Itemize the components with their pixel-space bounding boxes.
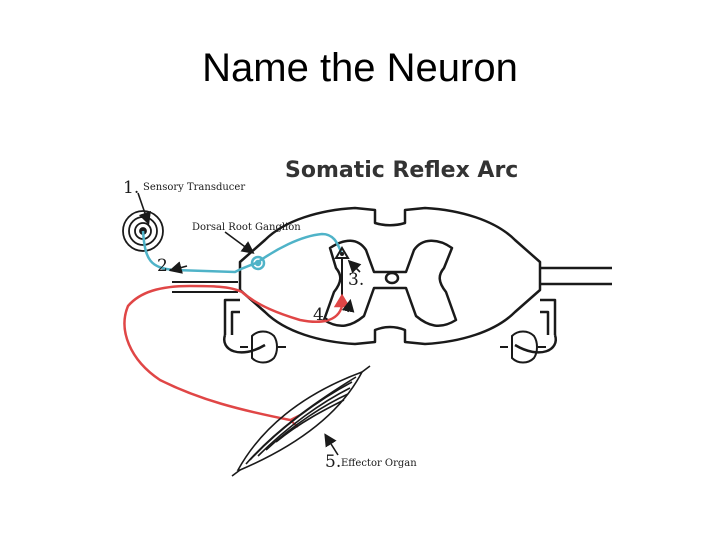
label-number-2: 2. <box>157 256 173 276</box>
label-dorsal-root-ganglion: Dorsal Root Ganglion <box>192 222 301 233</box>
label-number-3: 3. <box>348 270 364 290</box>
grey-matter <box>322 239 458 328</box>
left-sympathetic-ganglion <box>240 330 286 364</box>
central-canal <box>384 271 400 285</box>
effector-organ <box>231 365 371 477</box>
label-number-4: 4. <box>313 305 329 325</box>
diagram-title: Somatic Reflex Arc <box>285 158 518 183</box>
label-effector-organ: Effector Organ <box>341 458 417 469</box>
interneuron <box>334 246 350 296</box>
label-number-5: 5. <box>325 452 341 472</box>
label-arrows <box>137 192 362 456</box>
sensory-neuron <box>141 230 344 274</box>
label-sensory-transducer: Sensory Transducer <box>143 182 245 193</box>
spinal-cord-outline <box>238 206 542 346</box>
slide-title: Name the Neuron <box>202 46 518 90</box>
label-number-1: 1. <box>123 178 139 198</box>
spinal-nerve-left <box>172 281 238 293</box>
spinal-cord <box>222 206 612 354</box>
right-sympathetic-ganglion <box>500 330 546 364</box>
